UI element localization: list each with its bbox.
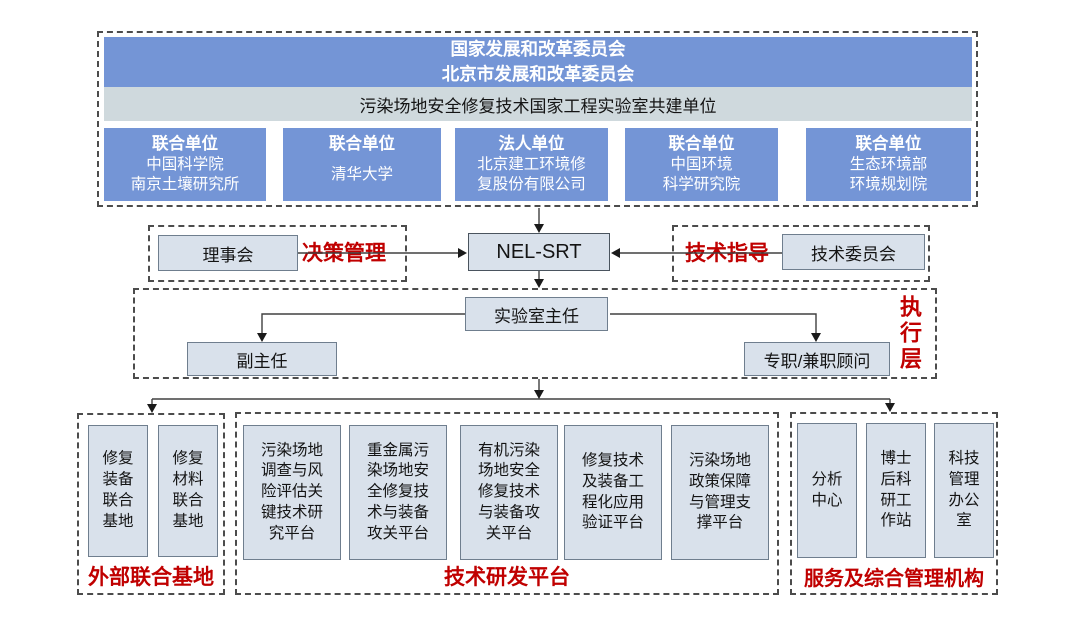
- unit-name-line: 北京建工环境修: [477, 155, 586, 173]
- postdoc-station-box: 博士后科研工作站: [866, 423, 926, 558]
- unit-role: 联合单位: [668, 135, 735, 153]
- rd-platforms-label: 技术研发平台: [444, 566, 570, 589]
- decision-management-label: 决策管理: [302, 242, 386, 265]
- science-office-box: 科技管理办公室: [934, 423, 994, 558]
- co-builders-group: [97, 31, 978, 207]
- services-group: [790, 412, 998, 595]
- lab-cobuilders-banner-text: 污染场地安全修复技术国家工程实验室共建单位: [359, 96, 717, 116]
- deputy-director-label: 副主任: [236, 351, 288, 371]
- unit-role: 联合单位: [855, 135, 922, 153]
- heavy-metal-platform-box: 重金属污染场地安全修复技术与装备攻关平台: [349, 425, 447, 560]
- rd-platforms-group: [235, 412, 779, 595]
- analysis-center-box: 分析中心: [797, 423, 857, 558]
- ndrc-header-line1: 国家发展和改革委员会: [450, 39, 626, 60]
- council-box: 理事会: [158, 235, 298, 271]
- unit-name-line: 中国环境: [670, 155, 733, 173]
- lab-cobuilders-banner: 污染场地安全修复技术国家工程实验室共建单位: [104, 87, 972, 121]
- unit-name-line: 环境规划院: [849, 176, 928, 194]
- nel-srt-label: NEL-SRT: [496, 240, 582, 263]
- unit-name-line: 清华大学: [330, 166, 393, 184]
- nel-srt-box: NEL-SRT: [468, 233, 610, 271]
- unit-tsinghua: 联合单位 清华大学: [283, 128, 441, 201]
- deputy-director-box: 副主任: [187, 342, 337, 376]
- ndrc-header: 国家发展和改革委员会 北京市发展和改革委员会: [104, 37, 972, 87]
- lab-director-box: 实验室主任: [465, 297, 608, 331]
- policy-support-platform-box: 污染场地政策保障与管理支撑平台: [671, 425, 769, 560]
- unit-name-line: 科学研究院: [662, 176, 741, 194]
- site-survey-risk-platform-box: 污染场地调查与风险评估关键技术研究平台: [243, 425, 341, 560]
- external-bases-label: 外部联合基地: [88, 566, 214, 589]
- advisors-box: 专职/兼职顾问: [744, 342, 890, 376]
- ndrc-header-line2: 北京市发展和改革委员会: [441, 64, 635, 84]
- executive-layer-group: [133, 288, 937, 379]
- technical-committee-label: 技术委员会: [811, 244, 896, 264]
- unit-mee-planning-institute: 联合单位 生态环境部 环境规划院: [806, 128, 971, 201]
- unit-name-line: 南京土壤研究所: [130, 176, 240, 194]
- advisors-label: 专职/兼职顾问: [763, 351, 871, 371]
- services-label: 服务及综合管理机构: [804, 568, 984, 590]
- unit-role: 联合单位: [329, 135, 395, 153]
- lab-director-label: 实验室主任: [494, 306, 579, 326]
- council-label: 理事会: [202, 245, 254, 265]
- unit-bceer-legal-entity: 法人单位 北京建工环境修 复股份有限公司: [455, 128, 608, 201]
- external-bases-group: [77, 413, 225, 595]
- engineering-application-platform-box: 修复技术及装备工程化应用验证平台: [564, 425, 662, 560]
- executive-layer-label: 执行层: [897, 295, 922, 373]
- unit-role: 法人单位: [498, 135, 565, 153]
- technical-guidance-label: 技术指导: [685, 242, 769, 265]
- unit-name-line: 中国科学院: [146, 155, 224, 173]
- repair-materials-base-box: 修复材料联合基地: [158, 425, 218, 557]
- unit-role: 联合单位: [152, 135, 218, 153]
- organic-pollution-platform-box: 有机污染场地安全修复技术与装备攻关平台: [460, 425, 558, 560]
- unit-craes: 联合单位 中国环境 科学研究院: [625, 128, 778, 201]
- unit-name-line: 复股份有限公司: [477, 176, 586, 194]
- unit-name-line: 生态环境部: [849, 155, 928, 173]
- technical-committee-box: 技术委员会: [782, 234, 925, 270]
- repair-equipment-base-box: 修复装备联合基地: [88, 425, 148, 557]
- unit-cas-nanjing-soil: 联合单位 中国科学院 南京土壤研究所: [104, 128, 266, 201]
